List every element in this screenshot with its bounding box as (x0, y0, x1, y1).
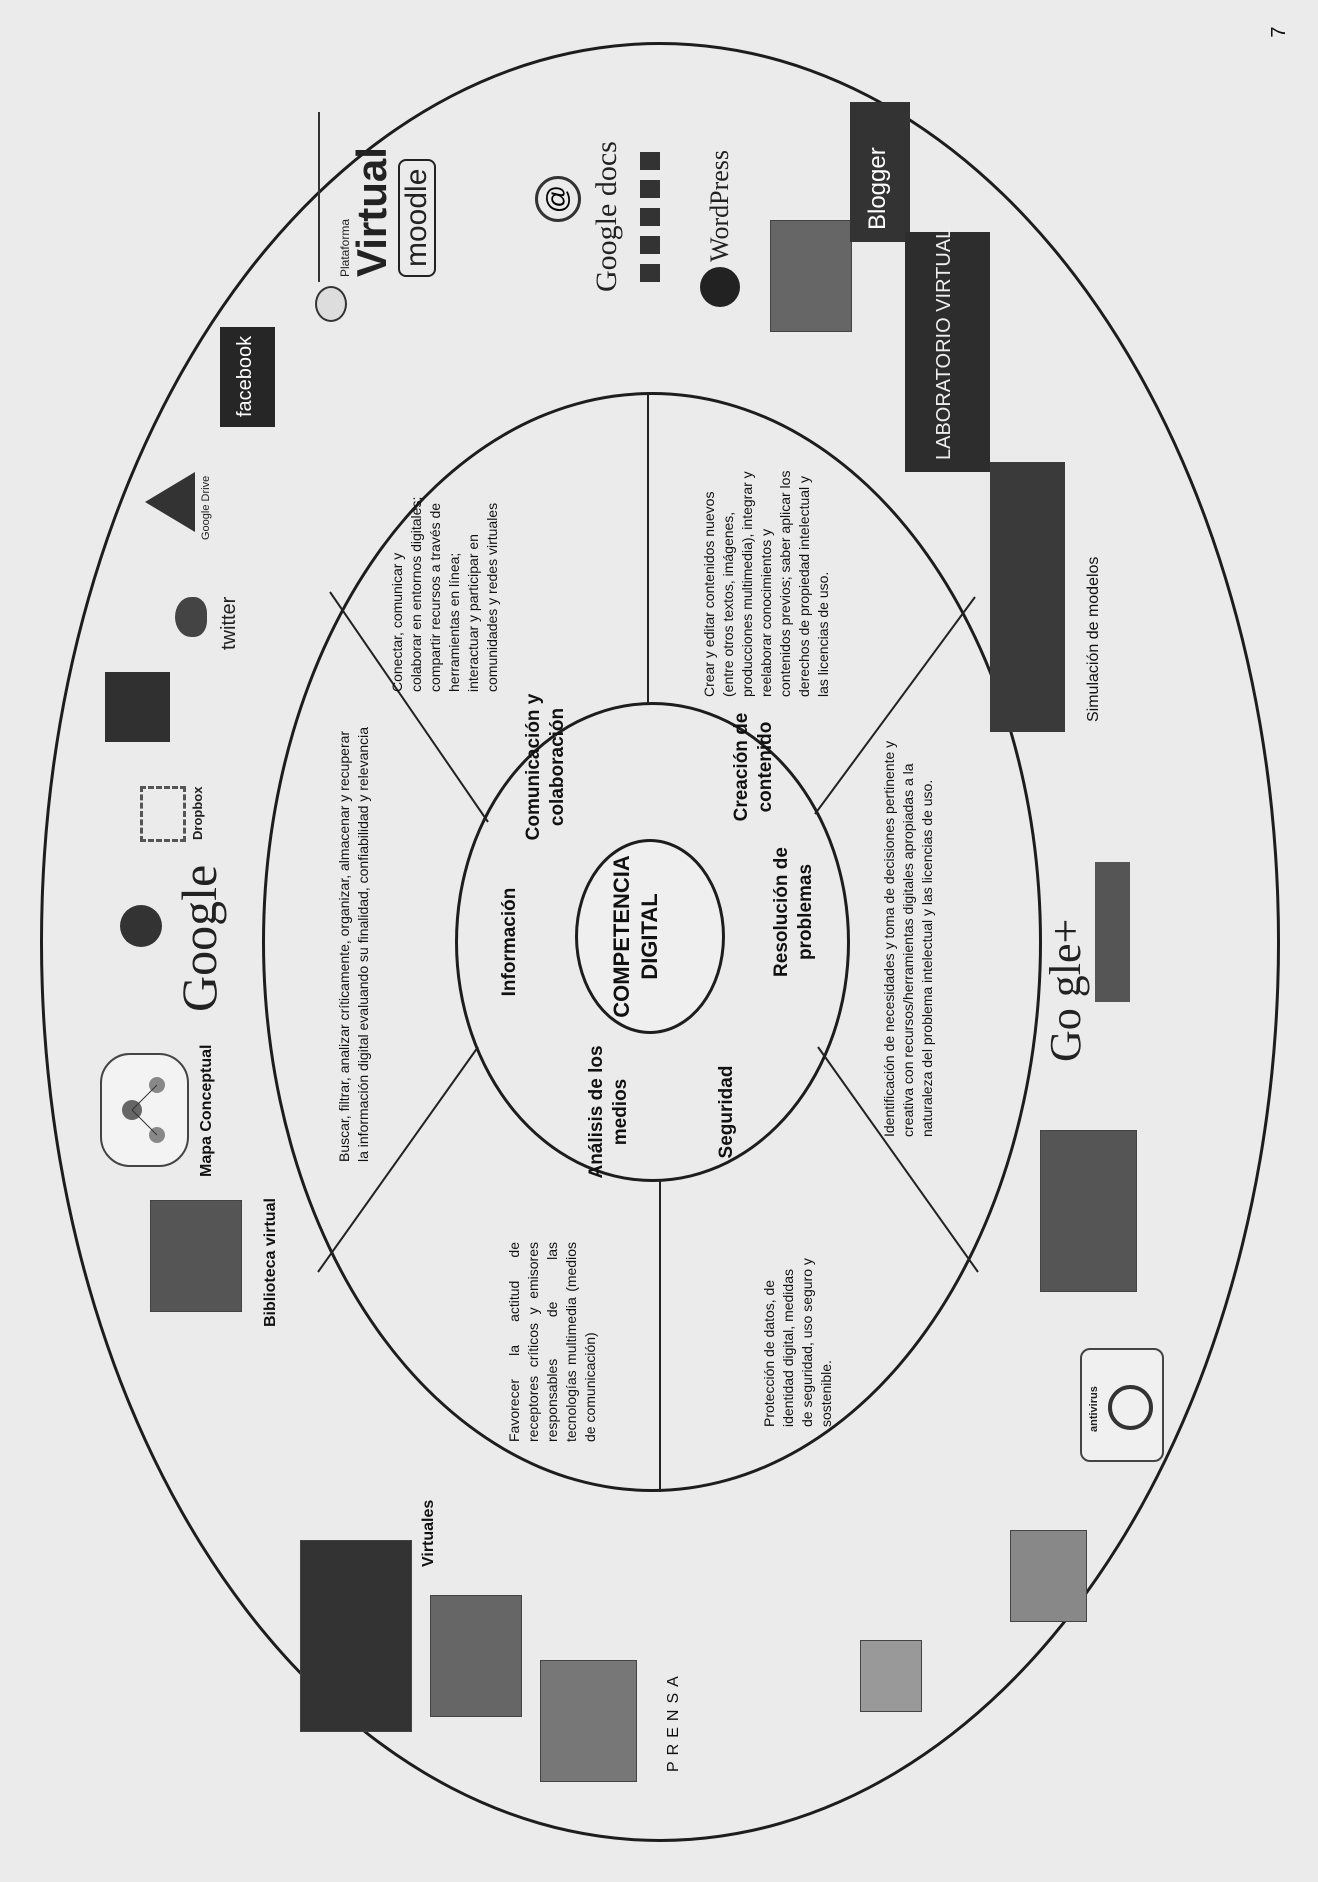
area-title-seguridad: Seguridad (716, 1065, 737, 1159)
area-desc-resolucion: Identificación de necesidades y toma de … (881, 740, 935, 1137)
virtuales-screen-image (300, 1540, 412, 1732)
google-logo: Google (171, 864, 227, 1012)
page-number: 7 (1268, 26, 1290, 38)
area-desc-seguridad: Protección de datos, de identidad digita… (761, 1258, 834, 1427)
center-line-2: DIGITAL (637, 893, 662, 980)
area-title-analisis: Análisis de los medios (586, 1045, 631, 1179)
google-drive-icon (145, 472, 195, 532)
mapa-conceptual-icon (100, 1053, 189, 1167)
google-docs-icons-row (640, 152, 660, 282)
biblioteca-label: Biblioteca virtual (262, 1198, 279, 1327)
wordpress-icon (700, 267, 740, 307)
security-scene-photo (1010, 1530, 1087, 1622)
dropbox-label: Dropbox (190, 786, 205, 840)
area-title-comunicacion: Comunicación y colaboración (523, 693, 568, 841)
area-desc-analisis: Favorecer la actitud de receptores críti… (506, 1242, 598, 1442)
google-plus-image (1095, 862, 1130, 1002)
google-drive-label: Google Drive (200, 475, 212, 540)
area-desc-comunicacion: Conectar, comunicar y colaborar en entor… (389, 496, 500, 692)
plataforma-virtual-label: Virtual (348, 147, 395, 277)
computer-desk-photo (1040, 1130, 1137, 1292)
camera-equipment-image (430, 1595, 522, 1717)
blogger-logo-box: Blogger (850, 102, 910, 242)
area-title-resolucion: Resolución de problemas (771, 847, 816, 977)
plataforma-emblem-icon (315, 286, 347, 322)
divider-bottom-right (814, 596, 976, 815)
simulacion-image (990, 462, 1065, 732)
area-desc-creacion: Crear y editar contenidos nuevos (entre … (701, 470, 831, 697)
prensa-label: PRENSA (665, 1670, 682, 1772)
antivirus-box: antivirus (1080, 1348, 1164, 1462)
plataforma-banner-line (318, 112, 320, 282)
laboratorio-virtual-box: LABORATORIO VIRTUAL (905, 228, 990, 472)
prensa-newspaper-image (540, 1660, 637, 1782)
area-title-informacion: Información (499, 887, 520, 997)
google-docs-logo: Google docs (590, 141, 623, 292)
google-globe-icon (120, 905, 162, 947)
divider-top-left (317, 1046, 479, 1273)
email-at-icon: @ (535, 176, 581, 222)
divider-top-right (329, 591, 489, 823)
area-desc-informacion: Buscar, filtrar, analizar críticamente, … (336, 726, 371, 1162)
twitter-label: twitter (218, 596, 240, 650)
figure-person-image (860, 1640, 922, 1712)
dropbox-icon (140, 786, 186, 842)
divider-bottom-left (817, 1046, 979, 1273)
collaboration-photo (770, 220, 852, 332)
dropbox-photo (105, 672, 170, 742)
biblioteca-image (150, 1200, 242, 1312)
google-plus-logo: Go gle+ (1041, 918, 1090, 1062)
center-line-1: COMPETENCIA (609, 855, 634, 1018)
mapa-conceptual-graphic (122, 1077, 165, 1143)
center-label: COMPETENCIA DIGITAL (608, 839, 664, 1034)
blogger-label: Blogger (864, 147, 891, 230)
antivirus-label: antivirus (1088, 1386, 1100, 1432)
laboratorio-label: LABORATORIO VIRTUAL (933, 227, 955, 460)
moodle-logo: moodle (398, 158, 436, 277)
twitter-bird-icon (175, 597, 207, 637)
area-title-creacion: Creación de contenido (731, 712, 776, 822)
antivirus-shield-icon (1108, 1385, 1153, 1430)
simulacion-label: Simulación de modelos (1085, 556, 1102, 722)
virtuales-label: Virtuales (420, 1499, 437, 1567)
mapa-conceptual-label: Mapa Conceptual (198, 1044, 215, 1177)
wordpress-label: WordPress (705, 149, 734, 262)
facebook-logo-box: facebook (220, 327, 275, 427)
facebook-label: facebook (234, 335, 256, 417)
